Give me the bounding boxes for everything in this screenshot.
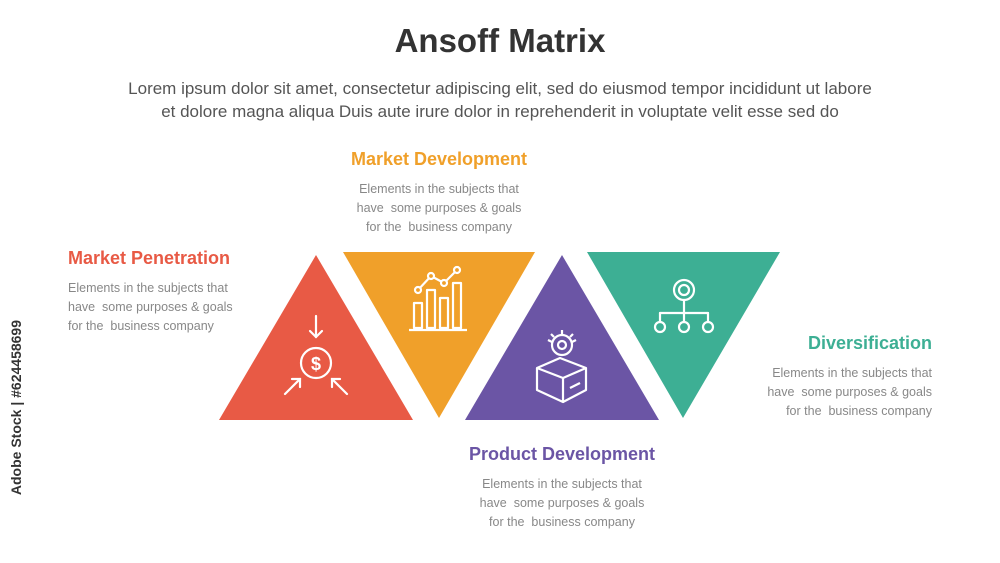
market-penetration-description: Elements in the subjects that have some … (68, 281, 233, 333)
dollar-target-icon: $ (283, 314, 349, 396)
page-title: Ansoff Matrix (394, 22, 606, 59)
market-penetration-label: Market Penetration (68, 248, 231, 268)
product-development-block: Product Development Elements in the subj… (445, 444, 679, 532)
page-subtitle: Lorem ipsum dolor sit amet, consectetur … (40, 77, 960, 123)
svg-text:$: $ (311, 354, 321, 374)
diversification-block: Diversification Elements in the subjects… (740, 333, 932, 421)
growth-chart-icon (409, 265, 467, 332)
hierarchy-network-icon (653, 278, 715, 334)
product-development-description: Elements in the subjects that have some … (479, 477, 645, 529)
market-development-label: Market Development (350, 149, 528, 169)
diversification-description: Elements in the subjects that have some … (767, 366, 932, 418)
triangle-market-development (343, 252, 535, 418)
product-box-gear-icon (535, 330, 588, 404)
product-development-label: Product Development (468, 444, 656, 464)
diversification-label: Diversification (807, 333, 932, 353)
market-development-block: Market Development Elements in the subje… (328, 149, 550, 237)
subtitle-line-2: et dolore magna aliqua Duis aute irure d… (161, 102, 839, 121)
triangle-diversification (587, 252, 780, 418)
market-development-description: Elements in the subjects that have some … (356, 182, 522, 234)
market-penetration-block: Market Penetration Elements in the subje… (68, 248, 233, 336)
subtitle-line-1: Lorem ipsum dolor sit amet, consectetur … (128, 79, 872, 98)
triangle-product-development (465, 255, 659, 420)
